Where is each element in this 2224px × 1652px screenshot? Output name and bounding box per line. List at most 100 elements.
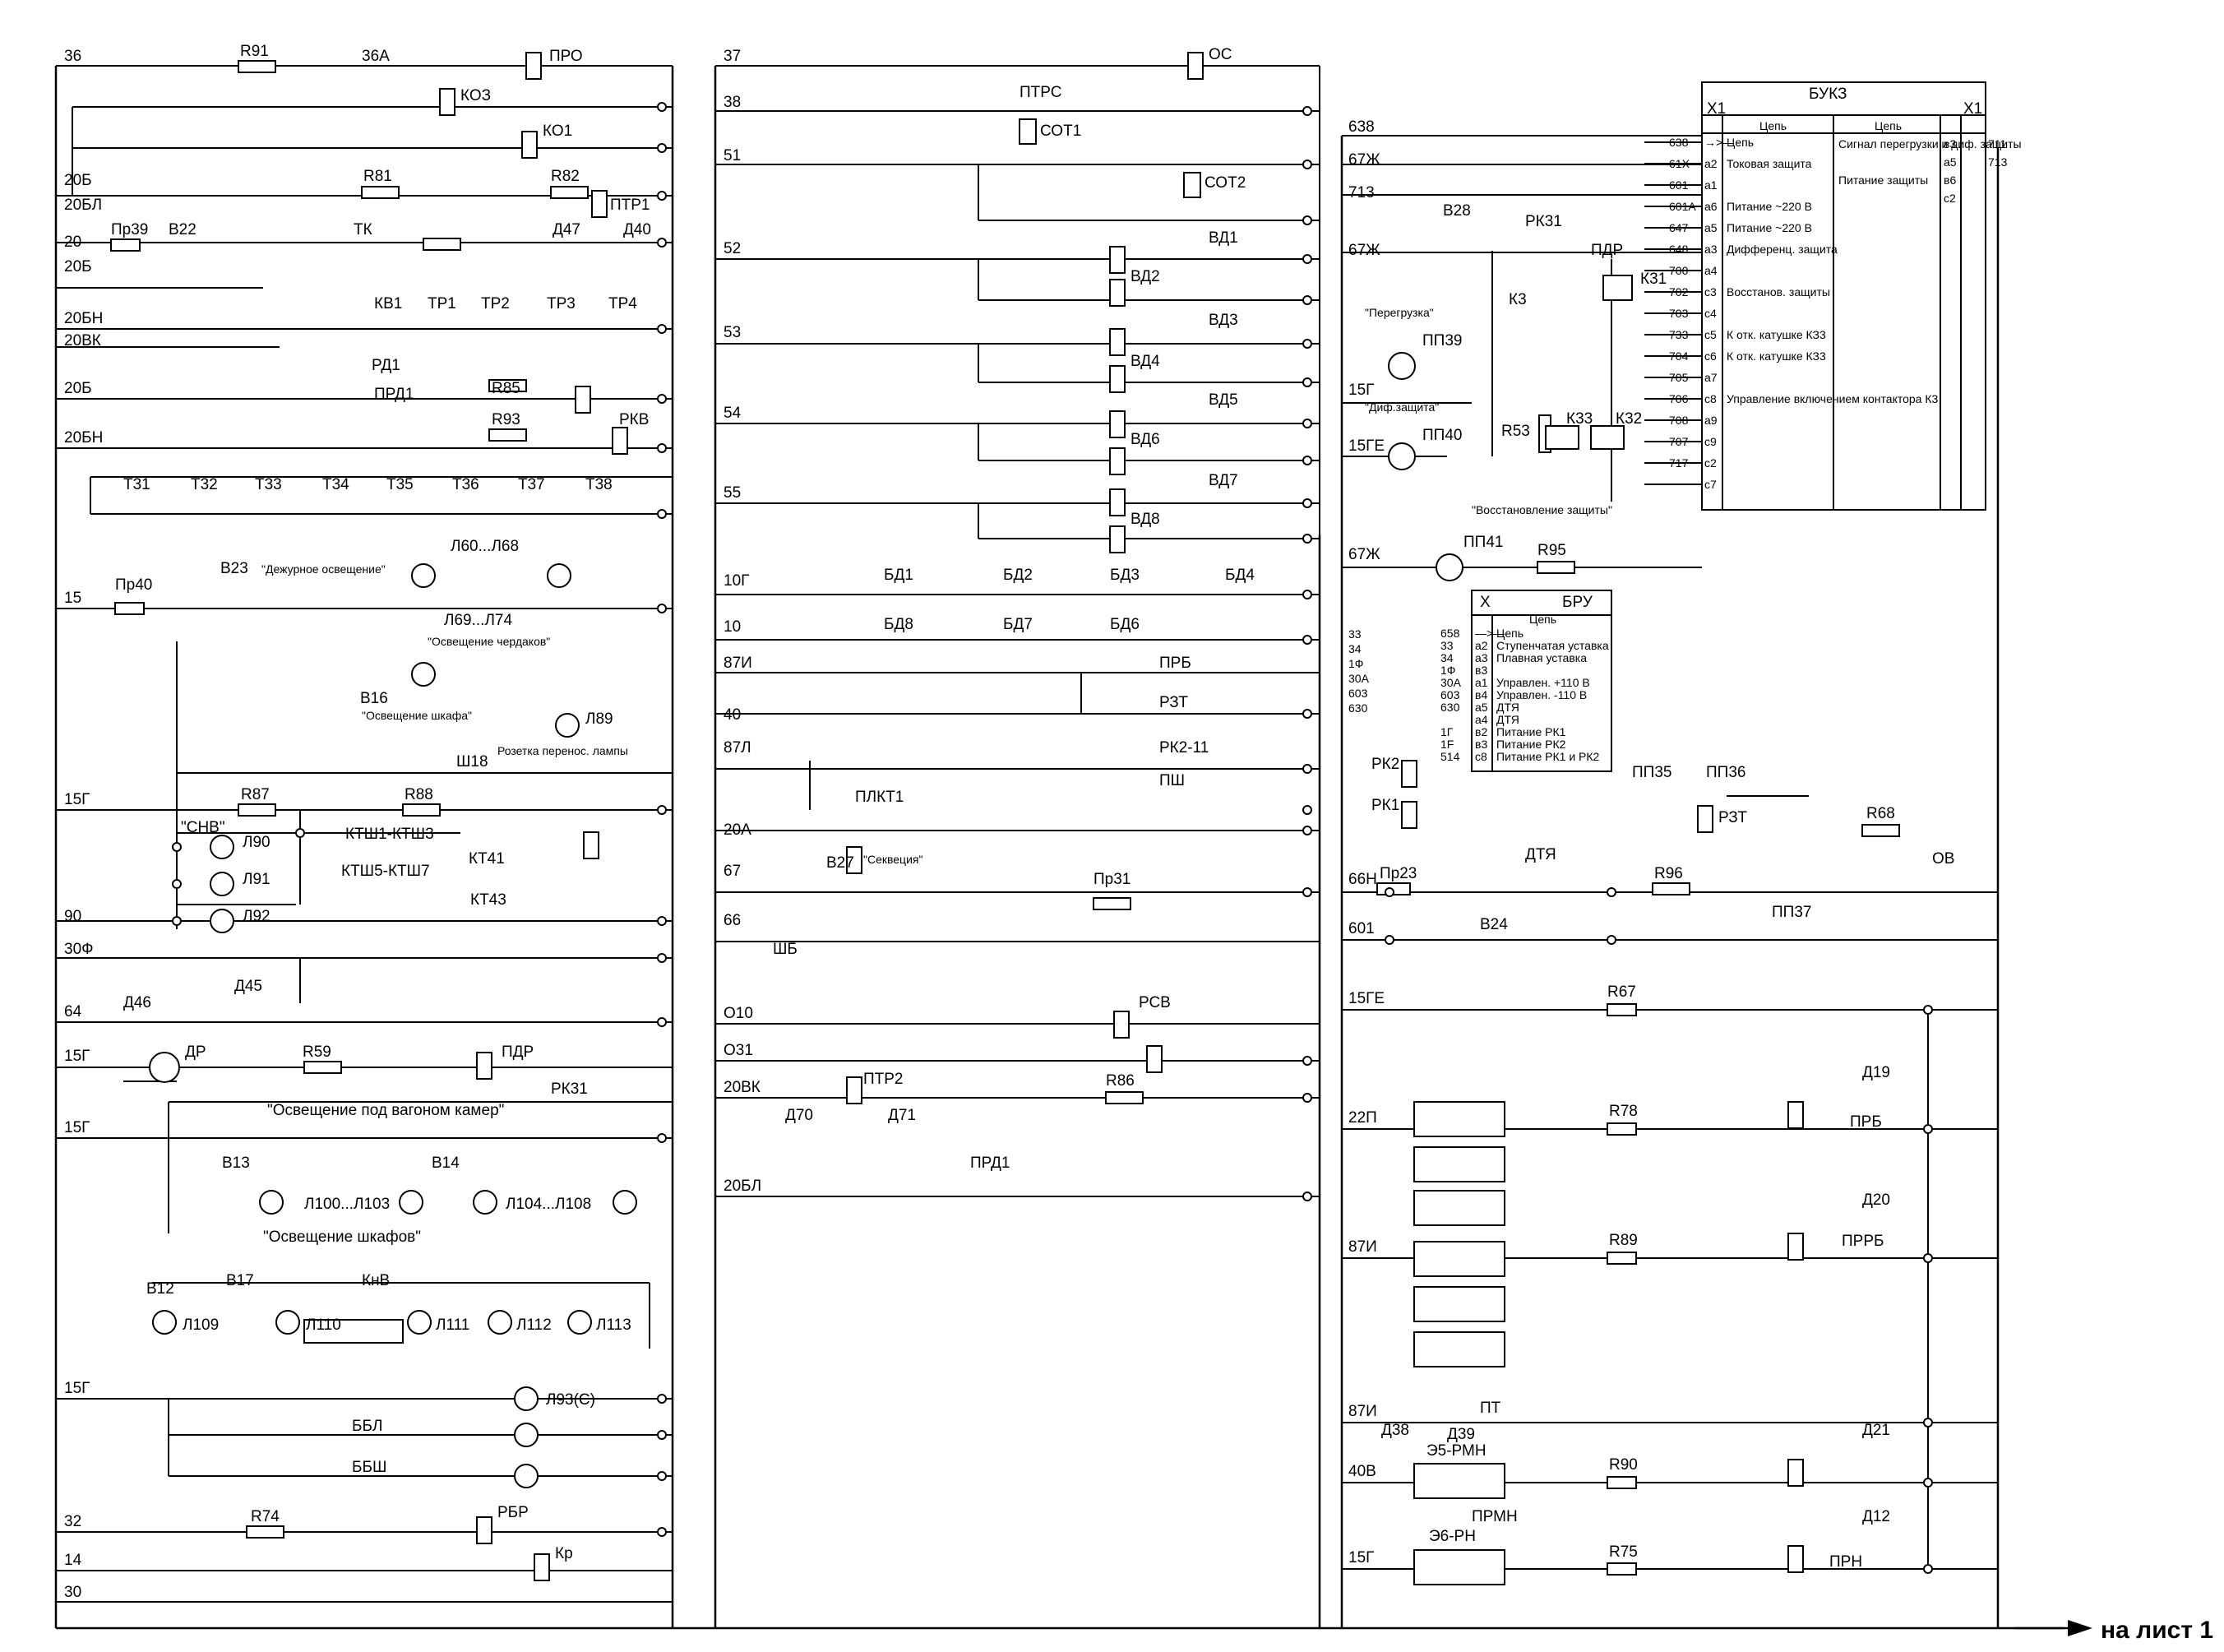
wire-label: 87И — [1348, 1403, 1377, 1420]
junction-dot — [1302, 590, 1312, 599]
component-label: Л60...Л68 — [451, 538, 519, 555]
component-label: Д71 — [888, 1107, 916, 1124]
component-label: БД2 — [1003, 567, 1033, 584]
bru-table: X БРУ Цепь — [1471, 590, 1612, 772]
component-label: ПП37 — [1772, 904, 1811, 921]
bukz-col-cep-right: Цепь — [1875, 119, 1902, 132]
component-label: ПТРС — [1020, 84, 1061, 101]
bru-row-desc: Ступенчатая уставка — [1496, 639, 1609, 652]
component-label: Т31 — [123, 476, 150, 493]
junction-dot — [1302, 805, 1312, 815]
component-label: Д12 — [1862, 1508, 1890, 1525]
wire-label: 22П — [1348, 1109, 1377, 1127]
junction-dot — [1302, 635, 1312, 645]
wire-label: 20Б — [64, 258, 92, 275]
component-label: Ш18 — [456, 753, 488, 770]
junction-dot — [657, 604, 667, 613]
bukz-row-pin: а9 — [1704, 414, 1718, 427]
bukz-row-pin: а5 — [1704, 221, 1718, 234]
annotation: "СНВ" — [181, 819, 225, 836]
component-label: Д21 — [1862, 1422, 1890, 1439]
bukz-col-x1-right: X1 — [1963, 100, 1982, 118]
junction-dot — [1302, 498, 1312, 508]
wire-label: 36 — [64, 48, 81, 65]
junction-dot — [657, 1017, 667, 1027]
component-label: ПРД1 — [374, 386, 414, 403]
junction-dot — [1302, 887, 1312, 897]
junction-dot — [657, 1133, 667, 1143]
wire-label: 15Г — [1348, 382, 1374, 399]
junction-dot — [1923, 1124, 1933, 1134]
wire-label: 30А — [1348, 672, 1370, 685]
bukz-row-pin: с8 — [1704, 392, 1717, 405]
bukz-row-desc: Токовая защита — [1727, 157, 1812, 170]
component-label: РКВ — [619, 411, 649, 428]
bru-title: БРУ — [1562, 594, 1593, 611]
component-label: ОС — [1209, 46, 1232, 63]
wire-label: 87И — [1348, 1238, 1377, 1256]
component-label: Д40 — [623, 221, 651, 238]
bru-row-wire: 34 — [1440, 651, 1454, 664]
wire-label: 67 — [724, 863, 741, 880]
junction-dot — [1607, 935, 1616, 945]
component-label: ВД2 — [1130, 268, 1160, 285]
annotation: Розетка перенос. лампы — [497, 744, 628, 757]
bru-row-wire: 33 — [1440, 639, 1454, 652]
component-label: В27 — [826, 854, 854, 872]
component-label: R53 — [1501, 423, 1530, 440]
component-label: Пр31 — [1094, 871, 1130, 888]
wire-label: 90 — [64, 908, 81, 925]
wire-label: 603 — [1348, 687, 1368, 700]
junction-dot — [1923, 1253, 1933, 1263]
junction-dot — [1302, 456, 1312, 465]
component-label: ПП36 — [1706, 764, 1745, 781]
bru-row-pin: в4 — [1475, 688, 1487, 701]
wire-label: 87Л — [724, 739, 751, 757]
bru-row-pin: —>— — [1475, 627, 1505, 640]
annotation: "Перегрузка" — [1365, 306, 1434, 319]
component-label: ВД1 — [1209, 229, 1238, 247]
bru-row-wire: 630 — [1440, 701, 1460, 714]
junction-dot — [657, 509, 667, 519]
junction-dot — [1302, 215, 1312, 225]
component-label: СОТ1 — [1040, 123, 1081, 140]
bru-row-pin: а1 — [1475, 676, 1488, 689]
bru-row-desc: Цепь — [1496, 627, 1524, 640]
junction-dot — [657, 102, 667, 112]
component-label: КО1 — [543, 123, 572, 140]
component-label: ББЛ — [352, 1418, 382, 1435]
component-label: КВ1 — [374, 295, 402, 312]
component-label: К31 — [1640, 271, 1667, 288]
mid-components — [846, 52, 1204, 1104]
component-label: R67 — [1607, 983, 1636, 1001]
bru-col-x: X — [1480, 594, 1491, 611]
annotation: "Дежурное освещение" — [261, 562, 386, 576]
wire-label: 15 — [64, 590, 81, 607]
component-label: Л91 — [243, 871, 270, 888]
wire-label: 32 — [64, 1513, 81, 1530]
bukz-title: БУКЗ — [1809, 86, 1847, 103]
component-label: Д46 — [123, 994, 151, 1011]
component-label: Кр — [555, 1545, 573, 1562]
left-wire-lines — [56, 65, 673, 1603]
left-components — [110, 52, 628, 1581]
component-label: РК1 — [1371, 797, 1399, 814]
junction-dot — [1385, 887, 1394, 897]
wire-label: 40В — [1348, 1463, 1376, 1480]
component-label: 36А — [362, 48, 390, 65]
wire-label: 40 — [724, 706, 741, 724]
bukz-row-pin: с4 — [1704, 307, 1717, 320]
component-label: ВД4 — [1130, 353, 1160, 370]
bukz-row-desc: К отк. катушке КЗ3 — [1727, 328, 1826, 341]
mid-wire-labels: 37 38 51 52 53 54 55 10Г 10 87И 40 87Л 2… — [724, 48, 761, 1195]
wire-label: 67Ж — [1348, 242, 1380, 259]
component-label: ПЛКТ1 — [855, 789, 904, 806]
component-label: R96 — [1654, 865, 1683, 882]
wire-label: 20Б — [64, 380, 92, 397]
component-label: Л90 — [243, 834, 270, 851]
component-label: В16 — [360, 690, 388, 707]
wire-label: 638 — [1348, 118, 1375, 136]
component-label: Д45 — [234, 978, 262, 995]
bru-row-desc: ДТЯ — [1496, 713, 1519, 726]
junction-dot — [657, 324, 667, 334]
